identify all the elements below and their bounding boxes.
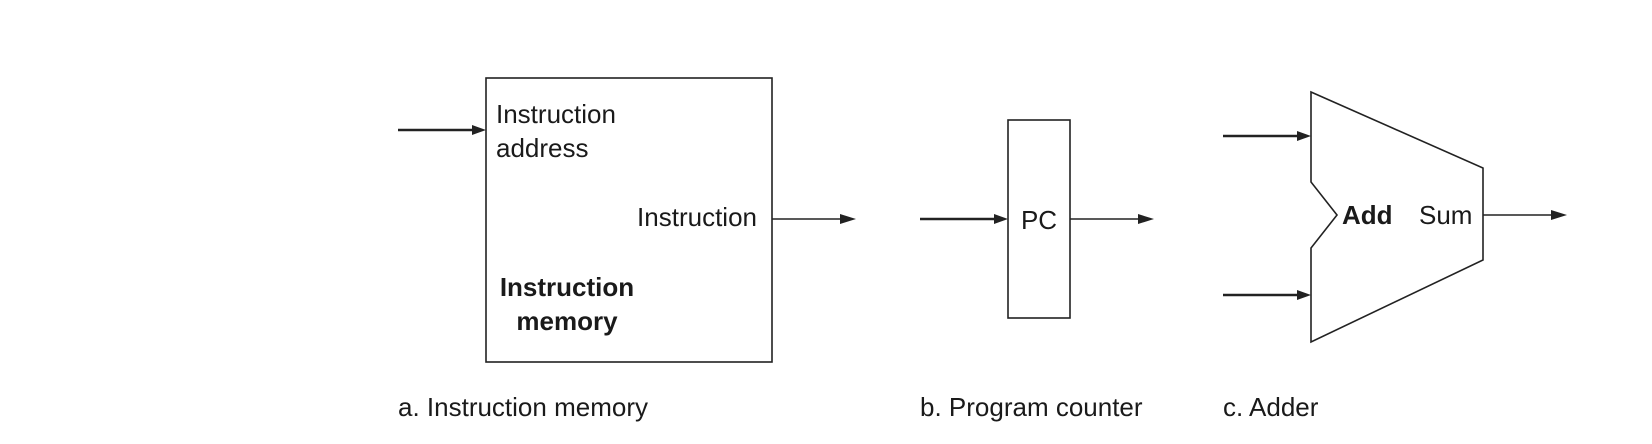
program-counter-name: PC	[1021, 205, 1057, 235]
instruction-address-label-line1: Instruction	[496, 99, 616, 129]
program-counter-element: PC b. Program counter	[920, 119, 1154, 422]
instruction-output-label: Instruction	[637, 202, 757, 232]
adder-sum-label: Sum	[1419, 200, 1472, 230]
instruction-address-label-line2: address	[496, 133, 589, 163]
adder-caption: c. Adder	[1223, 392, 1319, 422]
instruction-memory-caption: a. Instruction memory	[398, 392, 648, 422]
instruction-memory-element: Instruction address Instruction Instruct…	[398, 77, 856, 422]
adder-input-a-arrowhead	[1297, 131, 1311, 141]
program-counter-box	[1007, 119, 1071, 319]
program-counter-caption: b. Program counter	[920, 392, 1143, 422]
instruction-memory-name-line2: memory	[516, 306, 618, 336]
instruction-memory-box	[485, 77, 773, 363]
pc-input-arrowhead	[994, 214, 1008, 224]
instruction-output-arrowhead	[840, 214, 856, 224]
adder-input-b-arrowhead	[1297, 290, 1311, 300]
instruction-address-input-arrowhead	[472, 125, 486, 135]
pc-output-arrowhead	[1138, 214, 1154, 224]
instruction-memory-name-line1: Instruction	[500, 272, 634, 302]
adder-name: Add	[1342, 200, 1393, 230]
adder-element: Add Sum c. Adder	[1223, 90, 1567, 422]
adder-sum-output-arrowhead	[1551, 210, 1567, 220]
